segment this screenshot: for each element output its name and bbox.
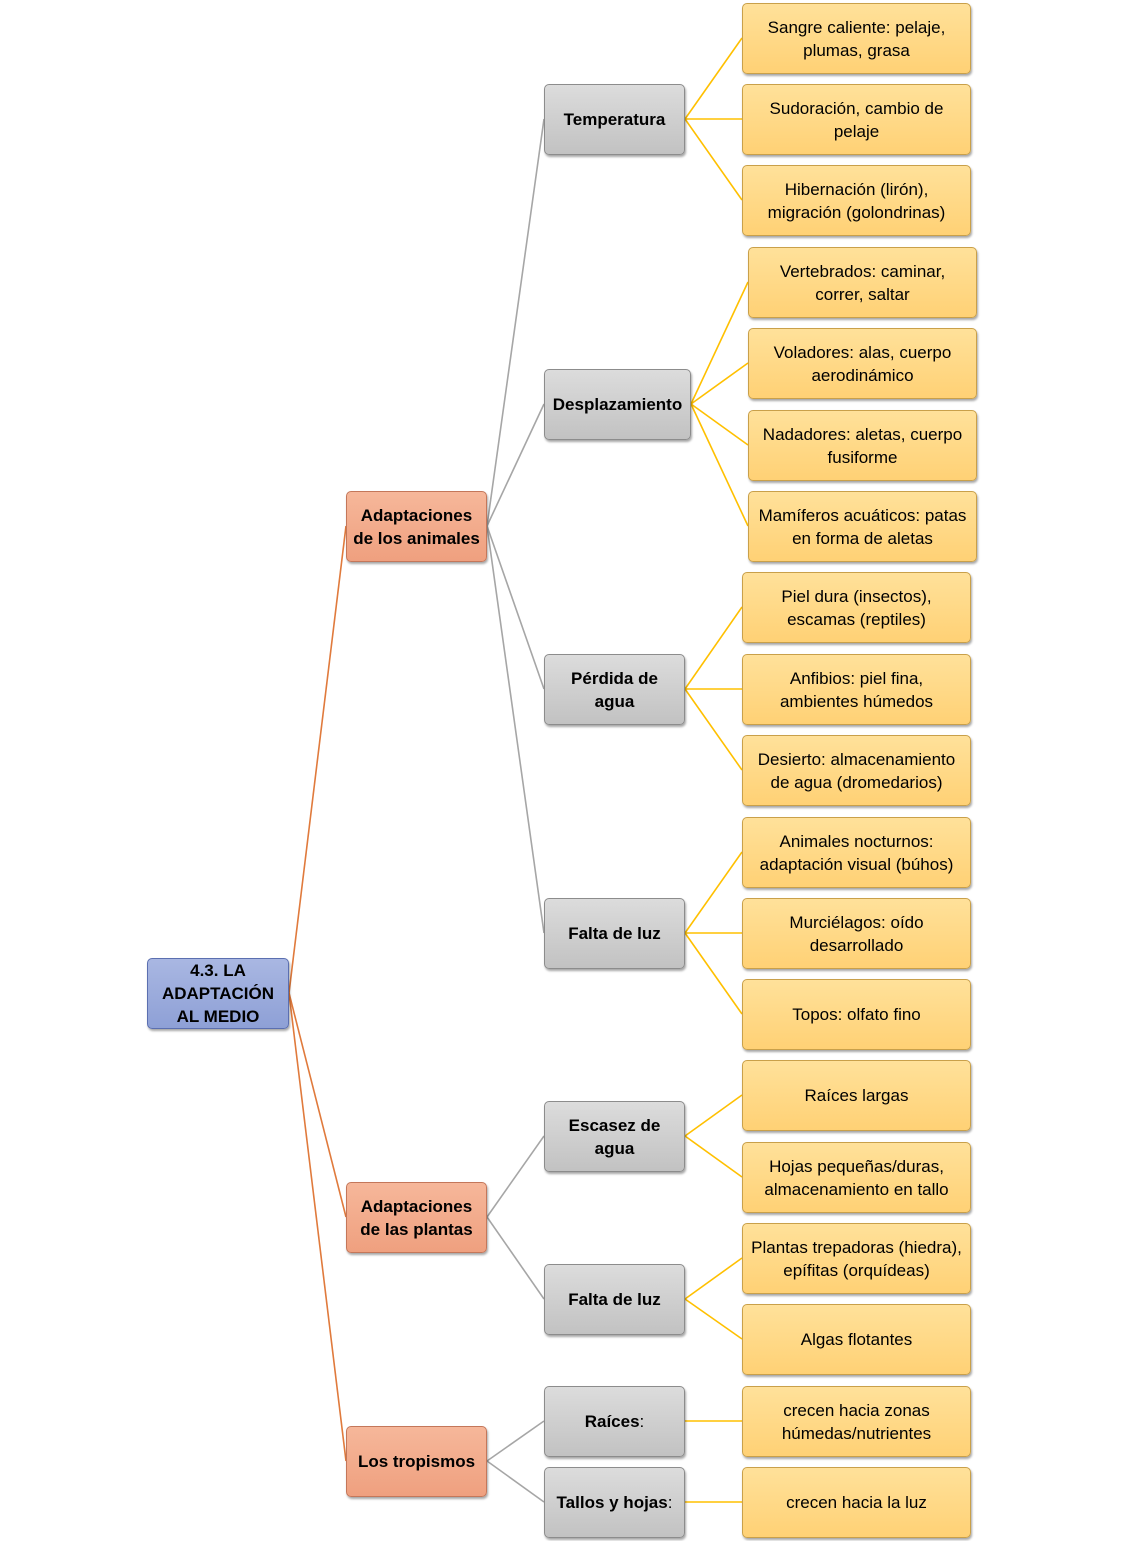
leaf-text: Hojas pequeñas/duras, almacenamiento en … [764,1156,949,1199]
leaf-falta-luz-animales-1: Animales nocturnos: adaptación visual (b… [742,817,971,888]
sub-falta-luz-plantas-title: Falta de luz [568,1290,661,1309]
leaf-text: Voladores: alas, cuerpo aerodinámico [773,342,952,385]
sub-raices-title: Raíces [584,1412,640,1431]
sub-temperatura: Temperatura [544,84,685,155]
leaf-text: Topos: olfato fino [792,1005,921,1024]
sub-escasez-agua: Escasez de agua [544,1101,685,1172]
sub-raices-colon: : [639,1412,645,1431]
leaf-desplazamiento-2: Voladores: alas, cuerpo aerodinámico [748,328,977,399]
sub-falta-luz-plantas: Falta de luz [544,1264,685,1335]
sub-escasez-agua-title: Escasez de agua [568,1115,661,1158]
leaf-perdida-agua-2: Anfibios: piel fina, ambientes húmedos [742,654,971,725]
leaf-text: crecen hacia zonas húmedas/nutrientes [781,1400,932,1443]
leaf-text: Desierto: almacenamiento de agua (dromed… [757,749,956,792]
leaf-escasez-agua-1: Raíces largas [742,1060,971,1131]
leaf-text: Animales nocturnos: adaptación visual (b… [759,831,954,874]
leaf-falta-luz-plantas-2: Algas flotantes [742,1304,971,1375]
category-tropisms: Los tropismos [346,1426,487,1497]
sub-raices: Raíces: [544,1386,685,1457]
sub-perdida-agua-title: Pérdida de agua [571,668,658,711]
leaf-text: Mamíferos acuáticos: patas en forma de a… [758,505,967,548]
leaf-text: Hibernación (lirón), migración (golondri… [767,179,946,222]
leaf-text: Murciélagos: oído desarrollado [789,912,924,955]
category-plants-title: Adaptaciones de las plantas [360,1196,473,1239]
category-animals: Adaptaciones de los animales [346,491,487,562]
leaf-tallos-hojas: crecen hacia la luz [742,1467,971,1538]
leaf-text: Anfibios: piel fina, ambientes húmedos [779,668,934,711]
leaf-text: Sudoración, cambio de pelaje [769,98,944,141]
category-plants: Adaptaciones de las plantas [346,1182,487,1253]
leaf-text: Algas flotantes [800,1330,913,1349]
leaf-temperatura-2: Sudoración, cambio de pelaje [742,84,971,155]
leaf-text: Sangre caliente: pelaje, plumas, grasa [767,17,946,60]
leaf-raices: crecen hacia zonas húmedas/nutrientes [742,1386,971,1457]
sub-desplazamiento-title: Desplazamiento [552,395,683,414]
sub-desplazamiento: Desplazamiento [544,369,691,440]
category-animals-title: Adaptaciones de los animales [353,505,480,548]
sub-tallos-hojas-colon: : [667,1493,673,1512]
leaf-desplazamiento-3: Nadadores: aletas, cuerpo fusiforme [748,410,977,481]
leaf-desplazamiento-1: Vertebrados: caminar, correr, saltar [748,247,977,318]
leaf-text: Nadadores: aletas, cuerpo fusiforme [762,424,963,467]
leaf-perdida-agua-1: Piel dura (insectos), escamas (reptiles) [742,572,971,643]
leaf-text: crecen hacia la luz [786,1493,927,1512]
root-node: 4.3. LA ADAPTACIÓN AL MEDIO [147,958,289,1029]
leaf-text: Vertebrados: caminar, correr, saltar [779,261,946,304]
leaf-falta-luz-plantas-1: Plantas trepadoras (hiedra), epífitas (o… [742,1223,971,1294]
root-title: 4.3. LA ADAPTACIÓN AL MEDIO [161,961,275,1026]
sub-falta-luz-animales: Falta de luz [544,898,685,969]
category-tropisms-title: Los tropismos [357,1452,476,1471]
leaf-falta-luz-animales-2: Murciélagos: oído desarrollado [742,898,971,969]
leaf-text: Plantas trepadoras (hiedra), epífitas (o… [751,1237,962,1280]
sub-temperatura-title: Temperatura [563,110,666,129]
leaf-desplazamiento-4: Mamíferos acuáticos: patas en forma de a… [748,491,977,562]
leaf-temperatura-1: Sangre caliente: pelaje, plumas, grasa [742,3,971,74]
leaf-text: Raíces largas [804,1086,909,1105]
sub-tallos-hojas-title: Tallos y hojas [556,1493,668,1512]
leaf-temperatura-3: Hibernación (lirón), migración (golondri… [742,165,971,236]
sub-perdida-agua: Pérdida de agua [544,654,685,725]
leaf-text: Piel dura (insectos), escamas (reptiles) [781,586,932,629]
sub-falta-luz-animales-title: Falta de luz [568,924,661,943]
leaf-escasez-agua-2: Hojas pequeñas/duras, almacenamiento en … [742,1142,971,1213]
leaf-falta-luz-animales-3: Topos: olfato fino [742,979,971,1050]
sub-tallos-hojas: Tallos y hojas: [544,1467,685,1538]
leaf-perdida-agua-3: Desierto: almacenamiento de agua (dromed… [742,735,971,806]
